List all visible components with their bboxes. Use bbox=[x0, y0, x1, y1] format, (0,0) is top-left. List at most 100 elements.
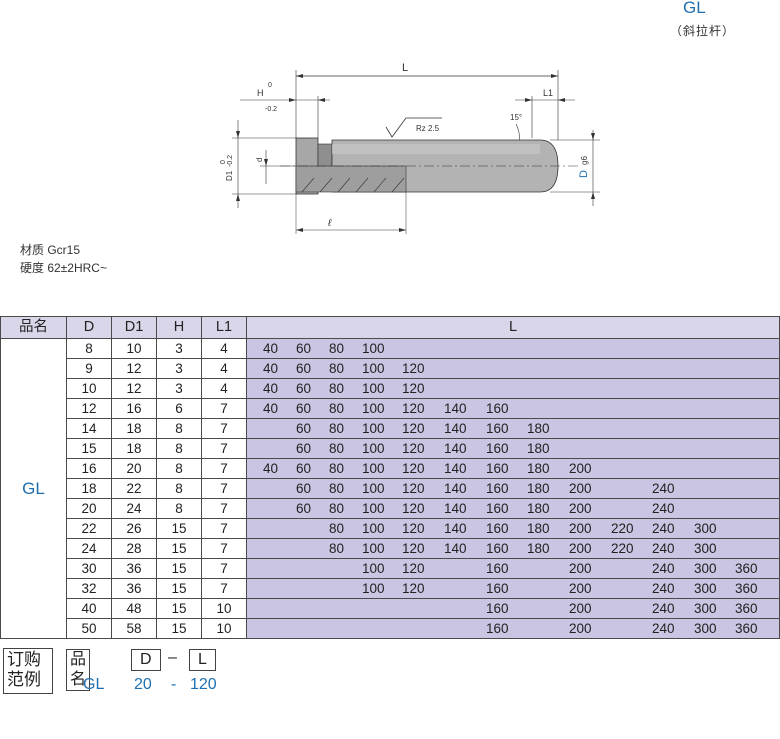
l-value: 120 bbox=[402, 401, 425, 416]
cell-L1: 10 bbox=[201, 618, 247, 639]
l-value: 300 bbox=[694, 541, 717, 556]
cell-H: 15 bbox=[156, 598, 202, 619]
header-L: L bbox=[246, 316, 780, 339]
l-value: 240 bbox=[652, 541, 675, 556]
cell-H: 15 bbox=[156, 538, 202, 559]
l-value: 160 bbox=[486, 501, 509, 516]
l-value: 80 bbox=[329, 521, 345, 536]
l-value: 80 bbox=[329, 381, 345, 396]
l-value: 80 bbox=[329, 541, 345, 556]
l-value: 100 bbox=[362, 521, 385, 536]
cell-D: 30 bbox=[66, 558, 112, 579]
cell-H: 15 bbox=[156, 518, 202, 539]
cell-D1: 36 bbox=[111, 578, 157, 599]
dim-angle: 15° bbox=[510, 113, 522, 122]
l-value: 120 bbox=[402, 461, 425, 476]
product-code: GL bbox=[683, 0, 706, 17]
dim-L: L bbox=[402, 62, 408, 74]
cell-H: 15 bbox=[156, 558, 202, 579]
roughness-label: Rz 2.5 bbox=[416, 124, 440, 133]
cell-L1: 7 bbox=[201, 558, 247, 579]
l-value: 60 bbox=[296, 421, 312, 436]
cell-L1: 7 bbox=[201, 418, 247, 439]
l-value: 160 bbox=[486, 561, 509, 576]
l-value: 160 bbox=[486, 481, 509, 496]
cell-L1: 4 bbox=[201, 338, 247, 359]
l-value: 120 bbox=[402, 441, 425, 456]
example-sep: - bbox=[171, 676, 177, 693]
cell-D1: 28 bbox=[111, 538, 157, 559]
l-value: 240 bbox=[652, 621, 675, 636]
l-value: 40 bbox=[263, 461, 279, 476]
l-value: 120 bbox=[402, 521, 425, 536]
cell-D: 9 bbox=[66, 358, 112, 379]
l-value: 200 bbox=[569, 561, 592, 576]
l-value: 100 bbox=[362, 361, 385, 376]
dim-H-upper: 0 bbox=[268, 82, 272, 89]
l-value: 60 bbox=[296, 461, 312, 476]
dim-D-tol: g6 bbox=[580, 156, 589, 165]
l-value: 160 bbox=[486, 421, 509, 436]
l-value: 100 bbox=[362, 421, 385, 436]
cell-D1: 12 bbox=[111, 378, 157, 399]
l-value: 160 bbox=[486, 461, 509, 476]
l-value: 60 bbox=[296, 401, 312, 416]
cell-D1: 10 bbox=[111, 338, 157, 359]
l-value: 120 bbox=[402, 501, 425, 516]
l-value: 100 bbox=[362, 541, 385, 556]
l-value: 180 bbox=[527, 521, 550, 536]
l-value: 160 bbox=[486, 441, 509, 456]
cell-H: 3 bbox=[156, 378, 202, 399]
l-value: 160 bbox=[486, 621, 509, 636]
cell-L1: 7 bbox=[201, 398, 247, 419]
l-value: 240 bbox=[652, 521, 675, 536]
l-value: 80 bbox=[329, 501, 345, 516]
l-value: 180 bbox=[527, 461, 550, 476]
l-value: 120 bbox=[402, 481, 425, 496]
l-value: 240 bbox=[652, 501, 675, 516]
l-value: 80 bbox=[329, 421, 345, 436]
cell-D: 50 bbox=[66, 618, 112, 639]
order-dash: – bbox=[168, 649, 177, 666]
cell-H: 6 bbox=[156, 398, 202, 419]
l-value: 40 bbox=[263, 341, 279, 356]
l-value: 360 bbox=[735, 561, 758, 576]
cell-L1: 4 bbox=[201, 378, 247, 399]
l-value: 120 bbox=[402, 421, 425, 436]
l-value: 140 bbox=[444, 501, 467, 516]
example-name: GL bbox=[83, 676, 105, 693]
example-l: 120 bbox=[190, 676, 217, 693]
cell-H: 8 bbox=[156, 438, 202, 459]
l-value: 100 bbox=[362, 561, 385, 576]
l-value: 140 bbox=[444, 401, 467, 416]
order-label-bottom: 范例 bbox=[7, 670, 41, 689]
cell-H: 8 bbox=[156, 498, 202, 519]
l-value: 180 bbox=[527, 501, 550, 516]
l-value: 360 bbox=[735, 621, 758, 636]
l-value: 200 bbox=[569, 581, 592, 596]
l-value: 60 bbox=[296, 441, 312, 456]
l-value: 180 bbox=[527, 441, 550, 456]
l-value: 200 bbox=[569, 461, 592, 476]
cell-D: 24 bbox=[66, 538, 112, 559]
l-value: 40 bbox=[263, 401, 279, 416]
l-value: 80 bbox=[329, 361, 345, 376]
example-d: 20 bbox=[134, 676, 152, 693]
material-line: 材质 Gcr15 bbox=[20, 243, 81, 257]
dim-D1-lower: -0.2 bbox=[227, 155, 234, 167]
cell-D1: 18 bbox=[111, 418, 157, 439]
